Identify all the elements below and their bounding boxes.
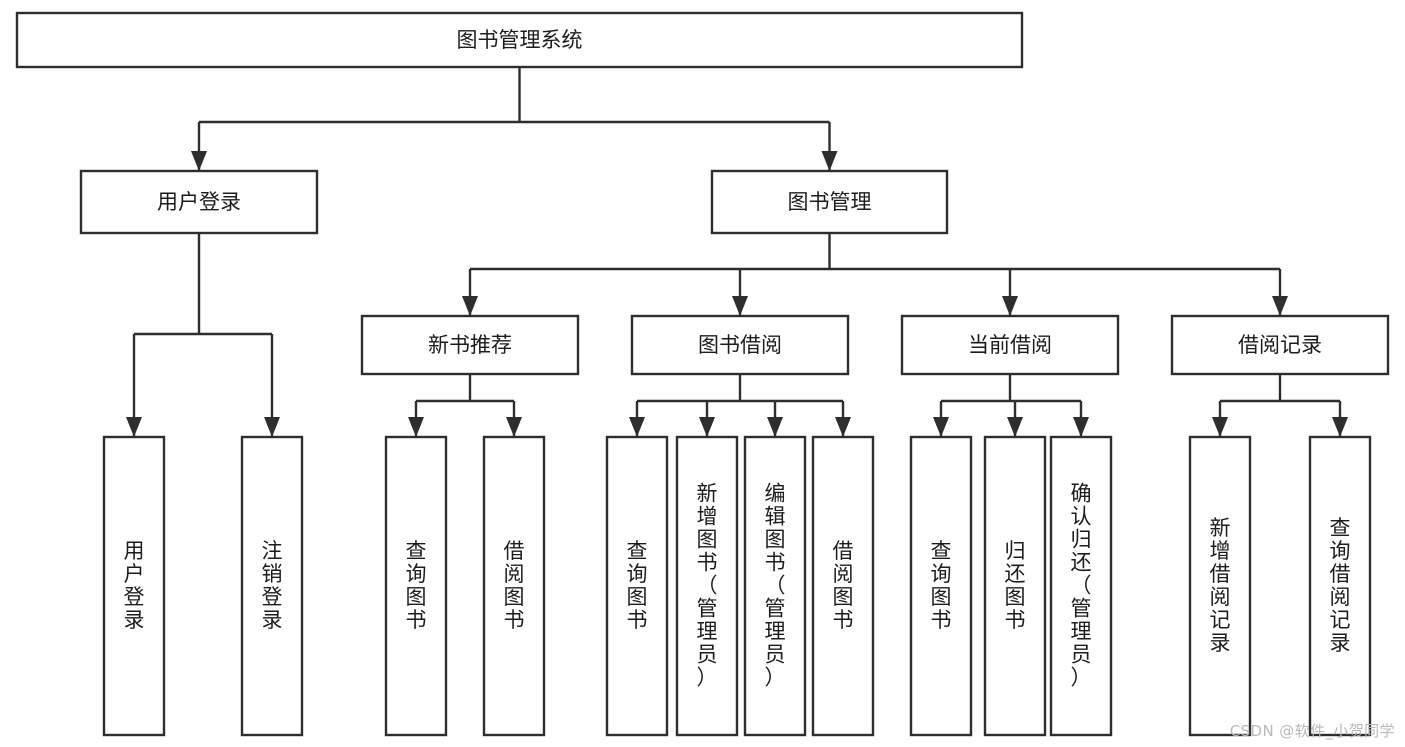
arrow-head xyxy=(835,417,851,437)
arrow-head xyxy=(506,417,522,437)
arrow-head xyxy=(629,417,645,437)
arrow-head xyxy=(1007,417,1023,437)
node-leaf-borrow-book[interactable]: 借阅图书 xyxy=(811,435,875,737)
arrow-head xyxy=(191,151,207,171)
node-box-leaf-return-book xyxy=(983,435,1047,737)
connector-layer xyxy=(126,67,1348,437)
node-leaf-add-book[interactable]: 新增图书（管理员） xyxy=(675,435,739,737)
arrow-head xyxy=(1272,296,1288,316)
node-label-book-management: 图书管理 xyxy=(788,190,872,214)
node-box-leaf-user-login xyxy=(102,435,166,737)
arrow-head xyxy=(264,417,280,437)
node-box-leaf-edit-book xyxy=(743,435,807,737)
arrow-head xyxy=(126,417,142,437)
node-label-leaf-query-borrow-record: 查询借阅记录 xyxy=(1330,516,1351,655)
node-leaf-query-book-current[interactable]: 查询图书 xyxy=(909,435,973,737)
node-label-leaf-query-book-current: 查询图书 xyxy=(931,539,952,632)
node-label-leaf-user-login: 用户登录 xyxy=(124,539,145,632)
node-new-book-recommend[interactable]: 新书推荐 xyxy=(360,314,580,376)
node-leaf-return-book[interactable]: 归还图书 xyxy=(983,435,1047,737)
node-book-borrow[interactable]: 图书借阅 xyxy=(630,314,850,376)
node-label-leaf-borrow-book-recommend: 借阅图书 xyxy=(504,539,525,632)
node-label-new-book-recommend: 新书推荐 xyxy=(428,333,512,357)
node-label-leaf-confirm-return: 确认归还（管理员） xyxy=(1071,481,1092,689)
node-box-book-borrow xyxy=(630,314,850,376)
node-leaf-user-login[interactable]: 用户登录 xyxy=(102,435,166,737)
node-label-leaf-query-book-borrow: 查询图书 xyxy=(627,539,648,632)
node-borrow-record[interactable]: 借阅记录 xyxy=(1170,314,1390,376)
node-book-management[interactable]: 图书管理 xyxy=(710,169,949,235)
node-leaf-query-book-borrow[interactable]: 查询图书 xyxy=(605,435,669,737)
arrow-head xyxy=(462,296,478,316)
node-label-borrow-record: 借阅记录 xyxy=(1238,333,1322,357)
arrow-head xyxy=(1073,417,1089,437)
node-label-leaf-add-book: 新增图书（管理员） xyxy=(697,481,718,689)
node-label-leaf-add-borrow-record: 新增借阅记录 xyxy=(1210,516,1231,655)
node-box-new-book-recommend xyxy=(360,314,580,376)
csdn-watermark: CSDN @软件_小贺同学 xyxy=(1229,722,1395,740)
arrow-head xyxy=(933,417,949,437)
node-box-leaf-query-book-borrow xyxy=(605,435,669,737)
node-box-leaf-query-book-current xyxy=(909,435,973,737)
node-box-root xyxy=(15,11,1024,69)
node-leaf-query-book-recommend[interactable]: 查询图书 xyxy=(384,435,448,737)
node-leaf-borrow-book-recommend[interactable]: 借阅图书 xyxy=(482,435,546,737)
node-box-leaf-confirm-return xyxy=(1049,435,1113,737)
node-box-book-management xyxy=(710,169,949,235)
node-leaf-confirm-return[interactable]: 确认归还（管理员） xyxy=(1049,435,1113,737)
arrow-head xyxy=(732,296,748,316)
arrow-head xyxy=(1332,417,1348,437)
node-box-leaf-logout xyxy=(240,435,304,737)
node-label-leaf-borrow-book: 借阅图书 xyxy=(833,539,854,632)
node-box-leaf-query-borrow-record xyxy=(1308,435,1372,737)
node-label-leaf-query-book-recommend: 查询图书 xyxy=(406,539,427,632)
node-label-book-borrow: 图书借阅 xyxy=(698,333,782,357)
node-label-user-login: 用户登录 xyxy=(157,190,241,214)
node-leaf-logout[interactable]: 注销登录 xyxy=(240,435,304,737)
node-box-leaf-add-borrow-record xyxy=(1188,435,1252,737)
node-leaf-add-borrow-record[interactable]: 新增借阅记录 xyxy=(1188,435,1252,737)
node-root[interactable]: 图书管理系统 xyxy=(15,11,1024,69)
arrow-head xyxy=(1212,417,1228,437)
node-box-leaf-borrow-book-recommend xyxy=(482,435,546,737)
arrow-head xyxy=(408,417,424,437)
node-box-leaf-add-book xyxy=(675,435,739,737)
node-box-leaf-borrow-book xyxy=(811,435,875,737)
node-user-login[interactable]: 用户登录 xyxy=(79,169,319,235)
node-box-borrow-record xyxy=(1170,314,1390,376)
node-leaf-query-borrow-record[interactable]: 查询借阅记录 xyxy=(1308,435,1372,737)
node-label-leaf-edit-book: 编辑图书（管理员） xyxy=(765,481,786,689)
arrow-head xyxy=(1002,296,1018,316)
node-box-user-login xyxy=(79,169,319,235)
arrow-head xyxy=(767,417,783,437)
node-layer: 图书管理系统用户登录图书管理新书推荐图书借阅当前借阅借阅记录用户登录注销登录查询… xyxy=(15,11,1390,737)
node-label-root: 图书管理系统 xyxy=(457,28,583,52)
node-current-borrow[interactable]: 当前借阅 xyxy=(900,314,1120,376)
arrow-head xyxy=(821,151,838,171)
node-label-leaf-logout: 注销登录 xyxy=(262,539,283,632)
node-box-leaf-query-book-recommend xyxy=(384,435,448,737)
arrow-head xyxy=(699,417,715,437)
node-leaf-edit-book[interactable]: 编辑图书（管理员） xyxy=(743,435,807,737)
node-label-current-borrow: 当前借阅 xyxy=(968,333,1052,357)
node-box-current-borrow xyxy=(900,314,1120,376)
node-label-leaf-return-book: 归还图书 xyxy=(1005,539,1026,632)
